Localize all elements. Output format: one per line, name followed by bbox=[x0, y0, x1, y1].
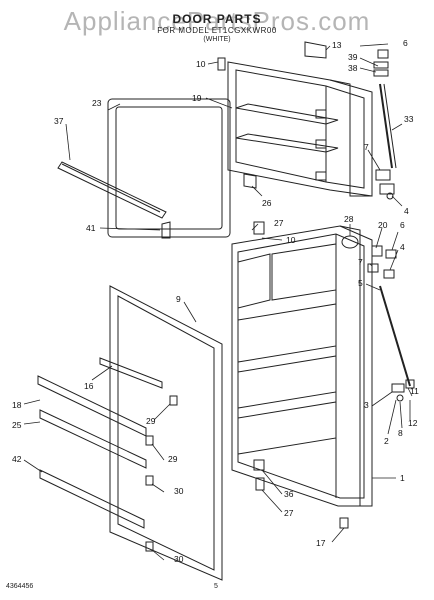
callout-23: 23 bbox=[92, 98, 102, 108]
callout-29-b: 29 bbox=[168, 454, 178, 464]
freezer-door-edge bbox=[329, 79, 372, 197]
callout-39: 39 bbox=[348, 52, 358, 62]
callout-33: 33 bbox=[404, 114, 414, 124]
screw-17[interactable] bbox=[339, 517, 349, 529]
callout-27: 27 bbox=[274, 218, 284, 228]
callout-6: 6 bbox=[403, 38, 408, 48]
callout-8: 8 bbox=[398, 428, 403, 438]
diagram-title: DOOR PARTS bbox=[172, 12, 262, 26]
callout-labels: 13 6 39 38 10 23 19 33 37 7 26 4 41 27 1… bbox=[12, 38, 419, 564]
top-hinge-parts[interactable] bbox=[373, 49, 397, 169]
part-27-bottom[interactable] bbox=[255, 477, 265, 491]
callout-16: 16 bbox=[84, 381, 94, 391]
freezer-shelf-trim[interactable] bbox=[57, 161, 167, 219]
callout-12: 12 bbox=[408, 418, 418, 428]
callout-28: 28 bbox=[344, 214, 354, 224]
callout-11: 11 bbox=[410, 386, 419, 396]
footer-page-number: 5 bbox=[214, 583, 218, 590]
callout-6-b: 6 bbox=[400, 220, 405, 230]
callout-9: 9 bbox=[176, 294, 181, 304]
shelf-clips[interactable] bbox=[145, 395, 178, 552]
callout-7: 7 bbox=[364, 142, 369, 152]
part-36[interactable] bbox=[253, 459, 265, 471]
callout-30-b: 30 bbox=[174, 554, 184, 564]
callout-17: 17 bbox=[316, 538, 326, 548]
bracket-26[interactable] bbox=[243, 173, 257, 189]
plug-27[interactable] bbox=[253, 221, 265, 235]
fresh-food-gasket[interactable] bbox=[109, 285, 223, 581]
callout-10: 10 bbox=[196, 59, 206, 69]
callout-7-b: 7 bbox=[358, 257, 363, 267]
door-shelf-trims[interactable] bbox=[37, 357, 163, 529]
fresh-food-door-edge bbox=[339, 225, 372, 507]
callout-4: 4 bbox=[404, 206, 409, 216]
callout-25: 25 bbox=[12, 420, 22, 430]
freezer-gasket[interactable] bbox=[107, 98, 231, 238]
diagram-subtitle-color: (WHITE) bbox=[203, 36, 231, 43]
callout-18: 18 bbox=[12, 400, 22, 410]
footer-part-number: 4364456 bbox=[6, 583, 34, 590]
fresh-food-door-liner[interactable] bbox=[231, 225, 373, 507]
callout-29: 29 bbox=[146, 416, 156, 426]
callout-5: 5 bbox=[358, 278, 363, 288]
callout-30: 30 bbox=[174, 486, 184, 496]
callout-3: 3 bbox=[364, 400, 369, 410]
callout-20: 20 bbox=[378, 220, 388, 230]
watermark: AppliancePartsPros.com bbox=[63, 6, 371, 36]
clip-41[interactable] bbox=[161, 221, 171, 239]
callout-42: 42 bbox=[12, 454, 22, 464]
callout-41: 41 bbox=[86, 223, 96, 233]
callout-26: 26 bbox=[262, 198, 272, 208]
diagram-subtitle: FOR MODEL ET1CGXKWR00 bbox=[157, 26, 277, 35]
cam-rod-5[interactable] bbox=[379, 285, 411, 387]
callout-36: 36 bbox=[284, 489, 294, 499]
callout-1: 1 bbox=[400, 473, 405, 483]
leader-lines bbox=[23, 43, 413, 561]
door-stop-13[interactable] bbox=[304, 41, 327, 59]
callout-19: 19 bbox=[192, 93, 202, 103]
callout-13: 13 bbox=[332, 40, 342, 50]
callout-38: 38 bbox=[348, 63, 358, 73]
bottom-hinge-parts[interactable] bbox=[391, 379, 415, 402]
callout-2: 2 bbox=[384, 436, 389, 446]
callout-37: 37 bbox=[54, 116, 64, 126]
plug-10-top[interactable] bbox=[217, 57, 226, 71]
callout-27-b: 27 bbox=[284, 508, 294, 518]
callout-10-b: 10 bbox=[286, 235, 296, 245]
center-hinge-upper[interactable] bbox=[375, 169, 395, 200]
callout-4-b: 4 bbox=[400, 242, 405, 252]
